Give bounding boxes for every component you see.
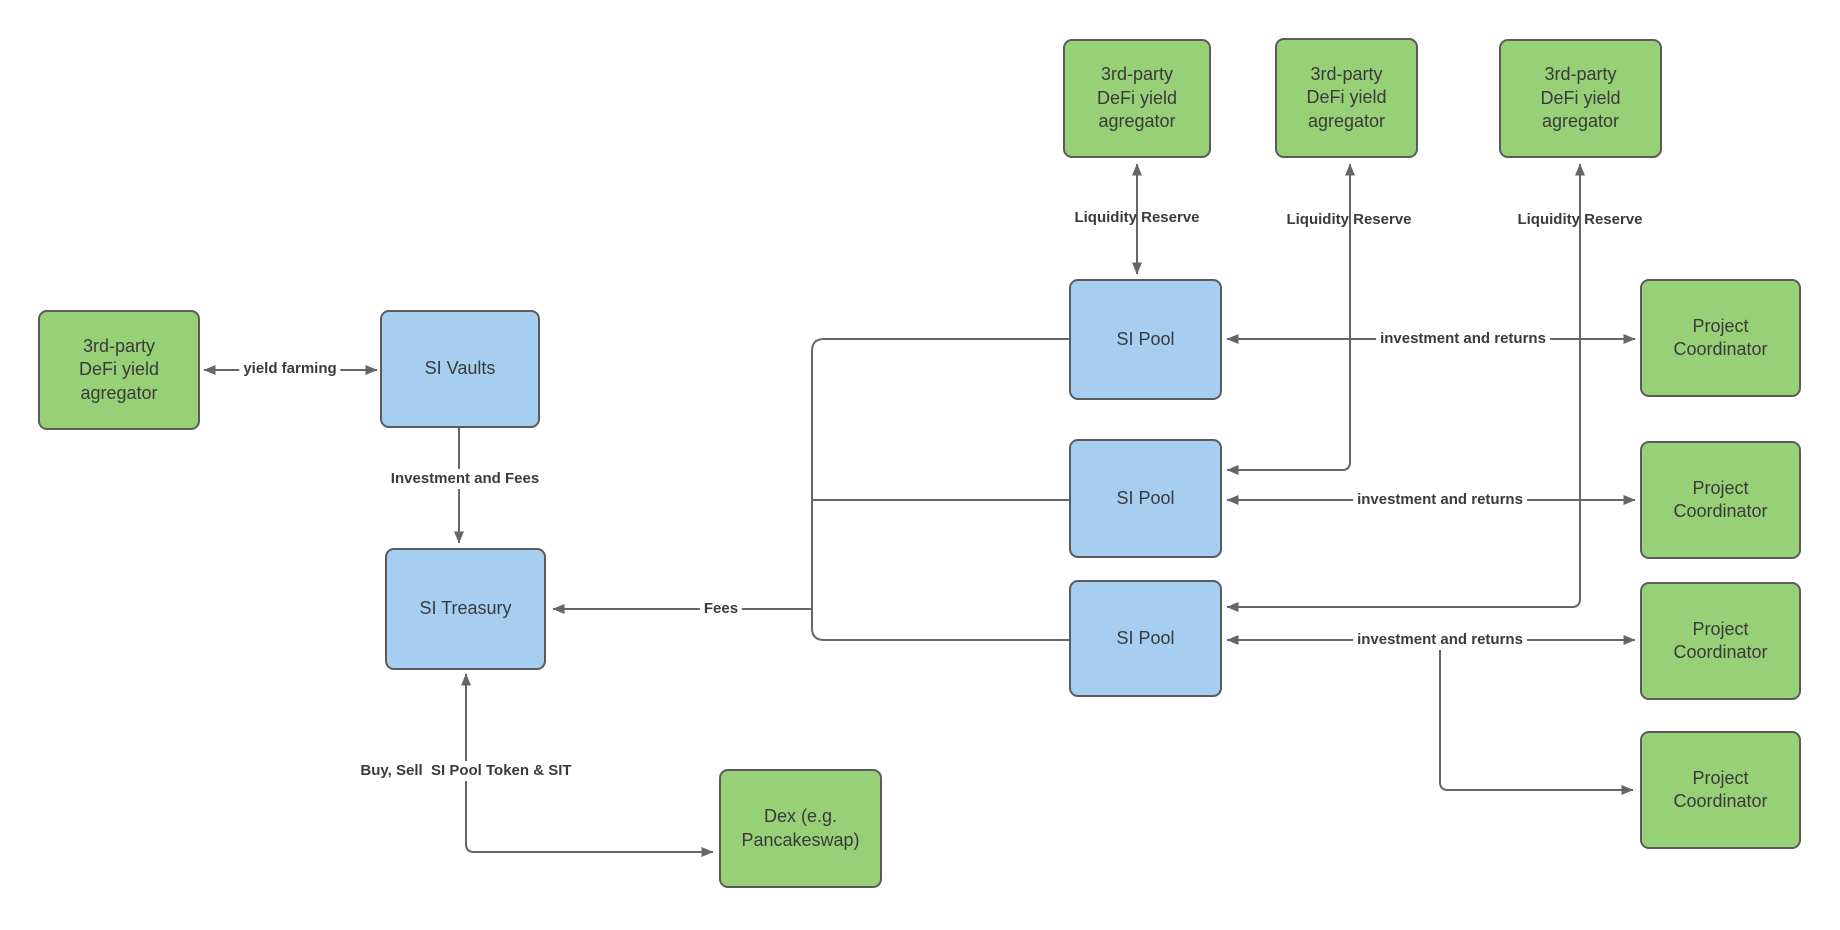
node-third-party-defi-yield-agregator-1: 3rd-party DeFi yield agregator: [1063, 39, 1211, 158]
node-project-coordinator-4: Project Coordinator: [1640, 731, 1801, 849]
node-dex: Dex (e.g. Pancakeswap): [719, 769, 882, 888]
edge-label-yield-farming: yield farming: [239, 359, 341, 379]
edge-liquidity-reserve-2: [1226, 163, 1355, 475]
node-si-vaults: SI Vaults: [380, 310, 540, 428]
edge-label-investment-and-returns-1: investment and returns: [1376, 329, 1550, 349]
edge-label-liquidity-reserve-3: Liquidity Reserve: [1517, 211, 1643, 228]
node-third-party-defi-yield-agregator-3: 3rd-party DeFi yield agregator: [1499, 39, 1662, 158]
node-project-coordinator-3: Project Coordinator: [1640, 582, 1801, 700]
edge-fees-trunk: [811, 338, 1069, 641]
edge-liquidity-reserve-3: [1226, 163, 1585, 612]
edge-label-investment-and-returns-2: investment and returns: [1353, 490, 1527, 510]
node-si-pool-3: SI Pool: [1069, 580, 1222, 697]
node-project-coordinator-1: Project Coordinator: [1640, 279, 1801, 397]
edge-label-investment-and-returns-3: investment and returns: [1353, 630, 1527, 650]
node-si-pool-2: SI Pool: [1069, 439, 1222, 558]
edge-label-fees: Fees: [699, 599, 743, 619]
edge-label-investment-and-fees: Investment and Fees: [386, 469, 544, 489]
edge-label-buy-sell-si-pool-token: Buy, Sell SI Pool Token & SIT: [356, 761, 576, 781]
node-si-treasury: SI Treasury: [385, 548, 546, 670]
edge-project-coordinator-4-branch: [1439, 640, 1634, 795]
edge-label-liquidity-reserve-1: Liquidity Reserve: [1074, 209, 1200, 226]
edge-label-liquidity-reserve-2: Liquidity Reserve: [1286, 211, 1412, 228]
node-third-party-defi-yield-agregator-2: 3rd-party DeFi yield agregator: [1275, 38, 1418, 158]
node-project-coordinator-2: Project Coordinator: [1640, 441, 1801, 559]
edge-buy-sell: [461, 673, 714, 857]
node-si-pool-1: SI Pool: [1069, 279, 1222, 400]
node-third-party-defi-yield-agregator-left: 3rd-party DeFi yield agregator: [38, 310, 200, 430]
